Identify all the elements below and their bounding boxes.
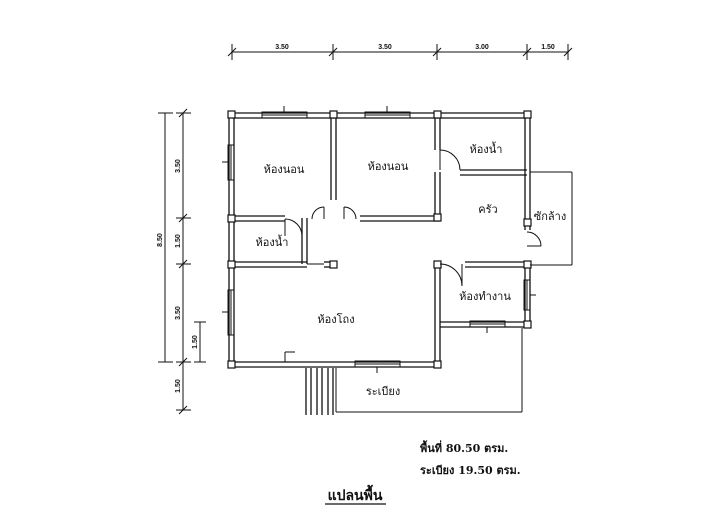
top-dimension-2: 3.50 (378, 44, 392, 51)
left-dimension-1: 3.50 (175, 159, 182, 173)
laundry-area (530, 171, 573, 266)
left-dimension-3: 3.50 (175, 306, 182, 320)
top-dimension-4: 1.50 (541, 44, 555, 51)
left-dimension-2: 1.50 (175, 234, 182, 248)
left-dimension-4: 1.50 (175, 379, 182, 393)
top-dimension-3: 3.00 (475, 44, 489, 51)
walls (227, 110, 532, 369)
top-dimension-line (227, 44, 573, 60)
room-label-bathroom-2: ห้องน้ำ (470, 141, 503, 156)
room-label-kitchen: ครัว (478, 203, 497, 216)
doors (284, 149, 542, 362)
floor-area-text: พื้นที่ 80.50 ตรม. (420, 440, 508, 455)
terrace-area-text: ระเบียง 19.50 ตรม. (420, 464, 521, 477)
room-label-office: ห้องทำงาน (459, 290, 511, 303)
room-label-living: ห้องโถง (317, 312, 354, 326)
room-label-terrace: ระเบียง (366, 385, 400, 398)
room-label-bedroom-1: ห้องนอน (264, 163, 305, 176)
room-label-laundry: ซักล้าง (534, 210, 566, 223)
plan-title: แปลนพื้น (328, 484, 383, 504)
entrance-steps (305, 368, 334, 415)
room-label-bedroom-2: ห้องนอน (368, 160, 409, 173)
room-label-bathroom-1: ห้องน้ำ (256, 234, 289, 249)
left-dimension-total: 8.50 (157, 233, 164, 247)
left-dimension-lines (158, 108, 206, 415)
top-dimension-1: 3.50 (275, 44, 289, 51)
terrace-outline (335, 328, 523, 413)
left-dimension-inner: 1.50 (192, 335, 199, 349)
windows (222, 106, 536, 373)
